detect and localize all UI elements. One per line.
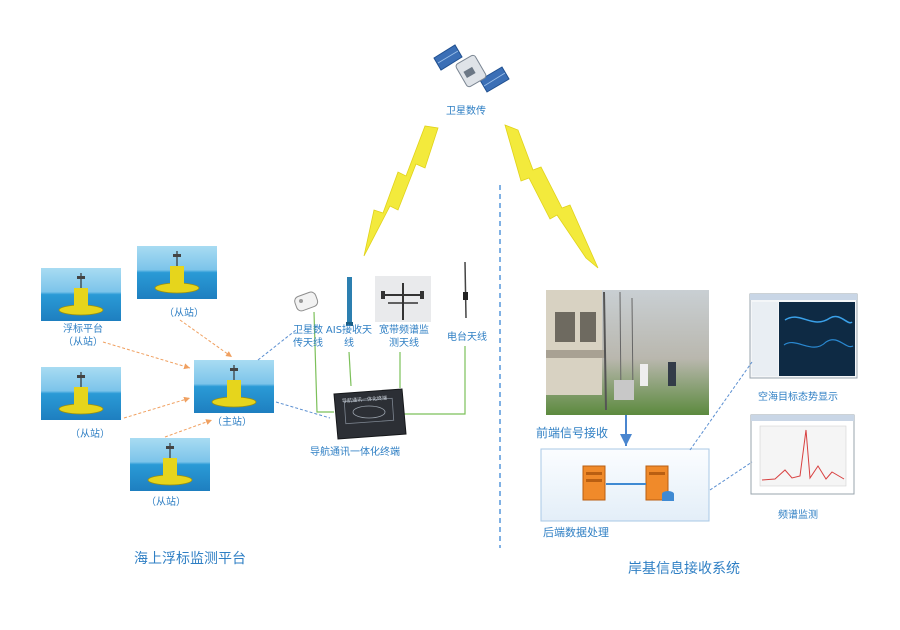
lightning-link-left [363,125,439,257]
ais-antenna-icon [346,277,353,326]
radio-antenna-label: 电台天线 [447,332,487,343]
target-display-screenshot [749,293,858,379]
satellite-antenna-label: 卫星数传天线 [293,325,323,349]
ais-antenna-label: AIS接收天线 [325,325,373,349]
link-master-sat-antenna [257,329,297,361]
spectrum-antenna-label: 宽带频谱监测天线 [379,325,429,349]
link-sat-antenna-terminal [313,311,334,413]
back-end-box [540,448,710,522]
spectrum-monitor-label: 频谱监测 [778,510,818,521]
slave-label-top-right: （从站） [164,308,204,319]
back-end-label: 后端数据处理 [543,526,609,539]
link-master-terminal [275,401,331,419]
buoy-photo-top-right [137,246,217,299]
satellite-antenna-icon [294,291,319,312]
link-back-to-target-display [689,361,753,451]
link-slave1-master [102,341,191,370]
satellite-icon [433,44,510,93]
spectrum-monitor-screenshot [750,414,855,495]
slave-label-bottom: （从站） [146,497,186,508]
terminal-label: 导航通讯一体化终端 [310,447,400,458]
satellite-label: 卫星数传 [446,106,486,117]
navigation-terminal-device [333,388,407,440]
link-radio-terminal [404,346,466,415]
server-icon-left [582,465,606,501]
buoy-photo-master [194,360,274,413]
buoy-platform-label: 浮标平台 （从站） [63,324,103,348]
link-slave2-master [179,319,233,358]
buoy-photo-bottom [130,438,210,491]
link-ais-terminal [348,351,352,387]
lightning-link-right [504,124,599,269]
front-end-label: 前端信号接收 [536,426,609,440]
buoy-photo-middle-left [41,367,121,420]
front-end-photo [546,290,709,415]
target-display-label: 空海目标态势显示 [758,392,838,403]
master-label: （主站） [212,417,252,428]
spectrum-antenna-icon [375,276,431,322]
radio-antenna-icon [463,261,468,319]
sea-platform-title: 海上浮标监测平台 [134,551,246,567]
link-slave3-master [123,396,191,419]
shore-system-title: 岸基信息接收系统 [628,561,740,577]
link-back-to-spectrum [709,461,753,491]
slave-label-middle-left: （从站） [70,429,110,440]
link-slave4-master [164,419,213,438]
buoy-photo-top-left [41,268,121,321]
